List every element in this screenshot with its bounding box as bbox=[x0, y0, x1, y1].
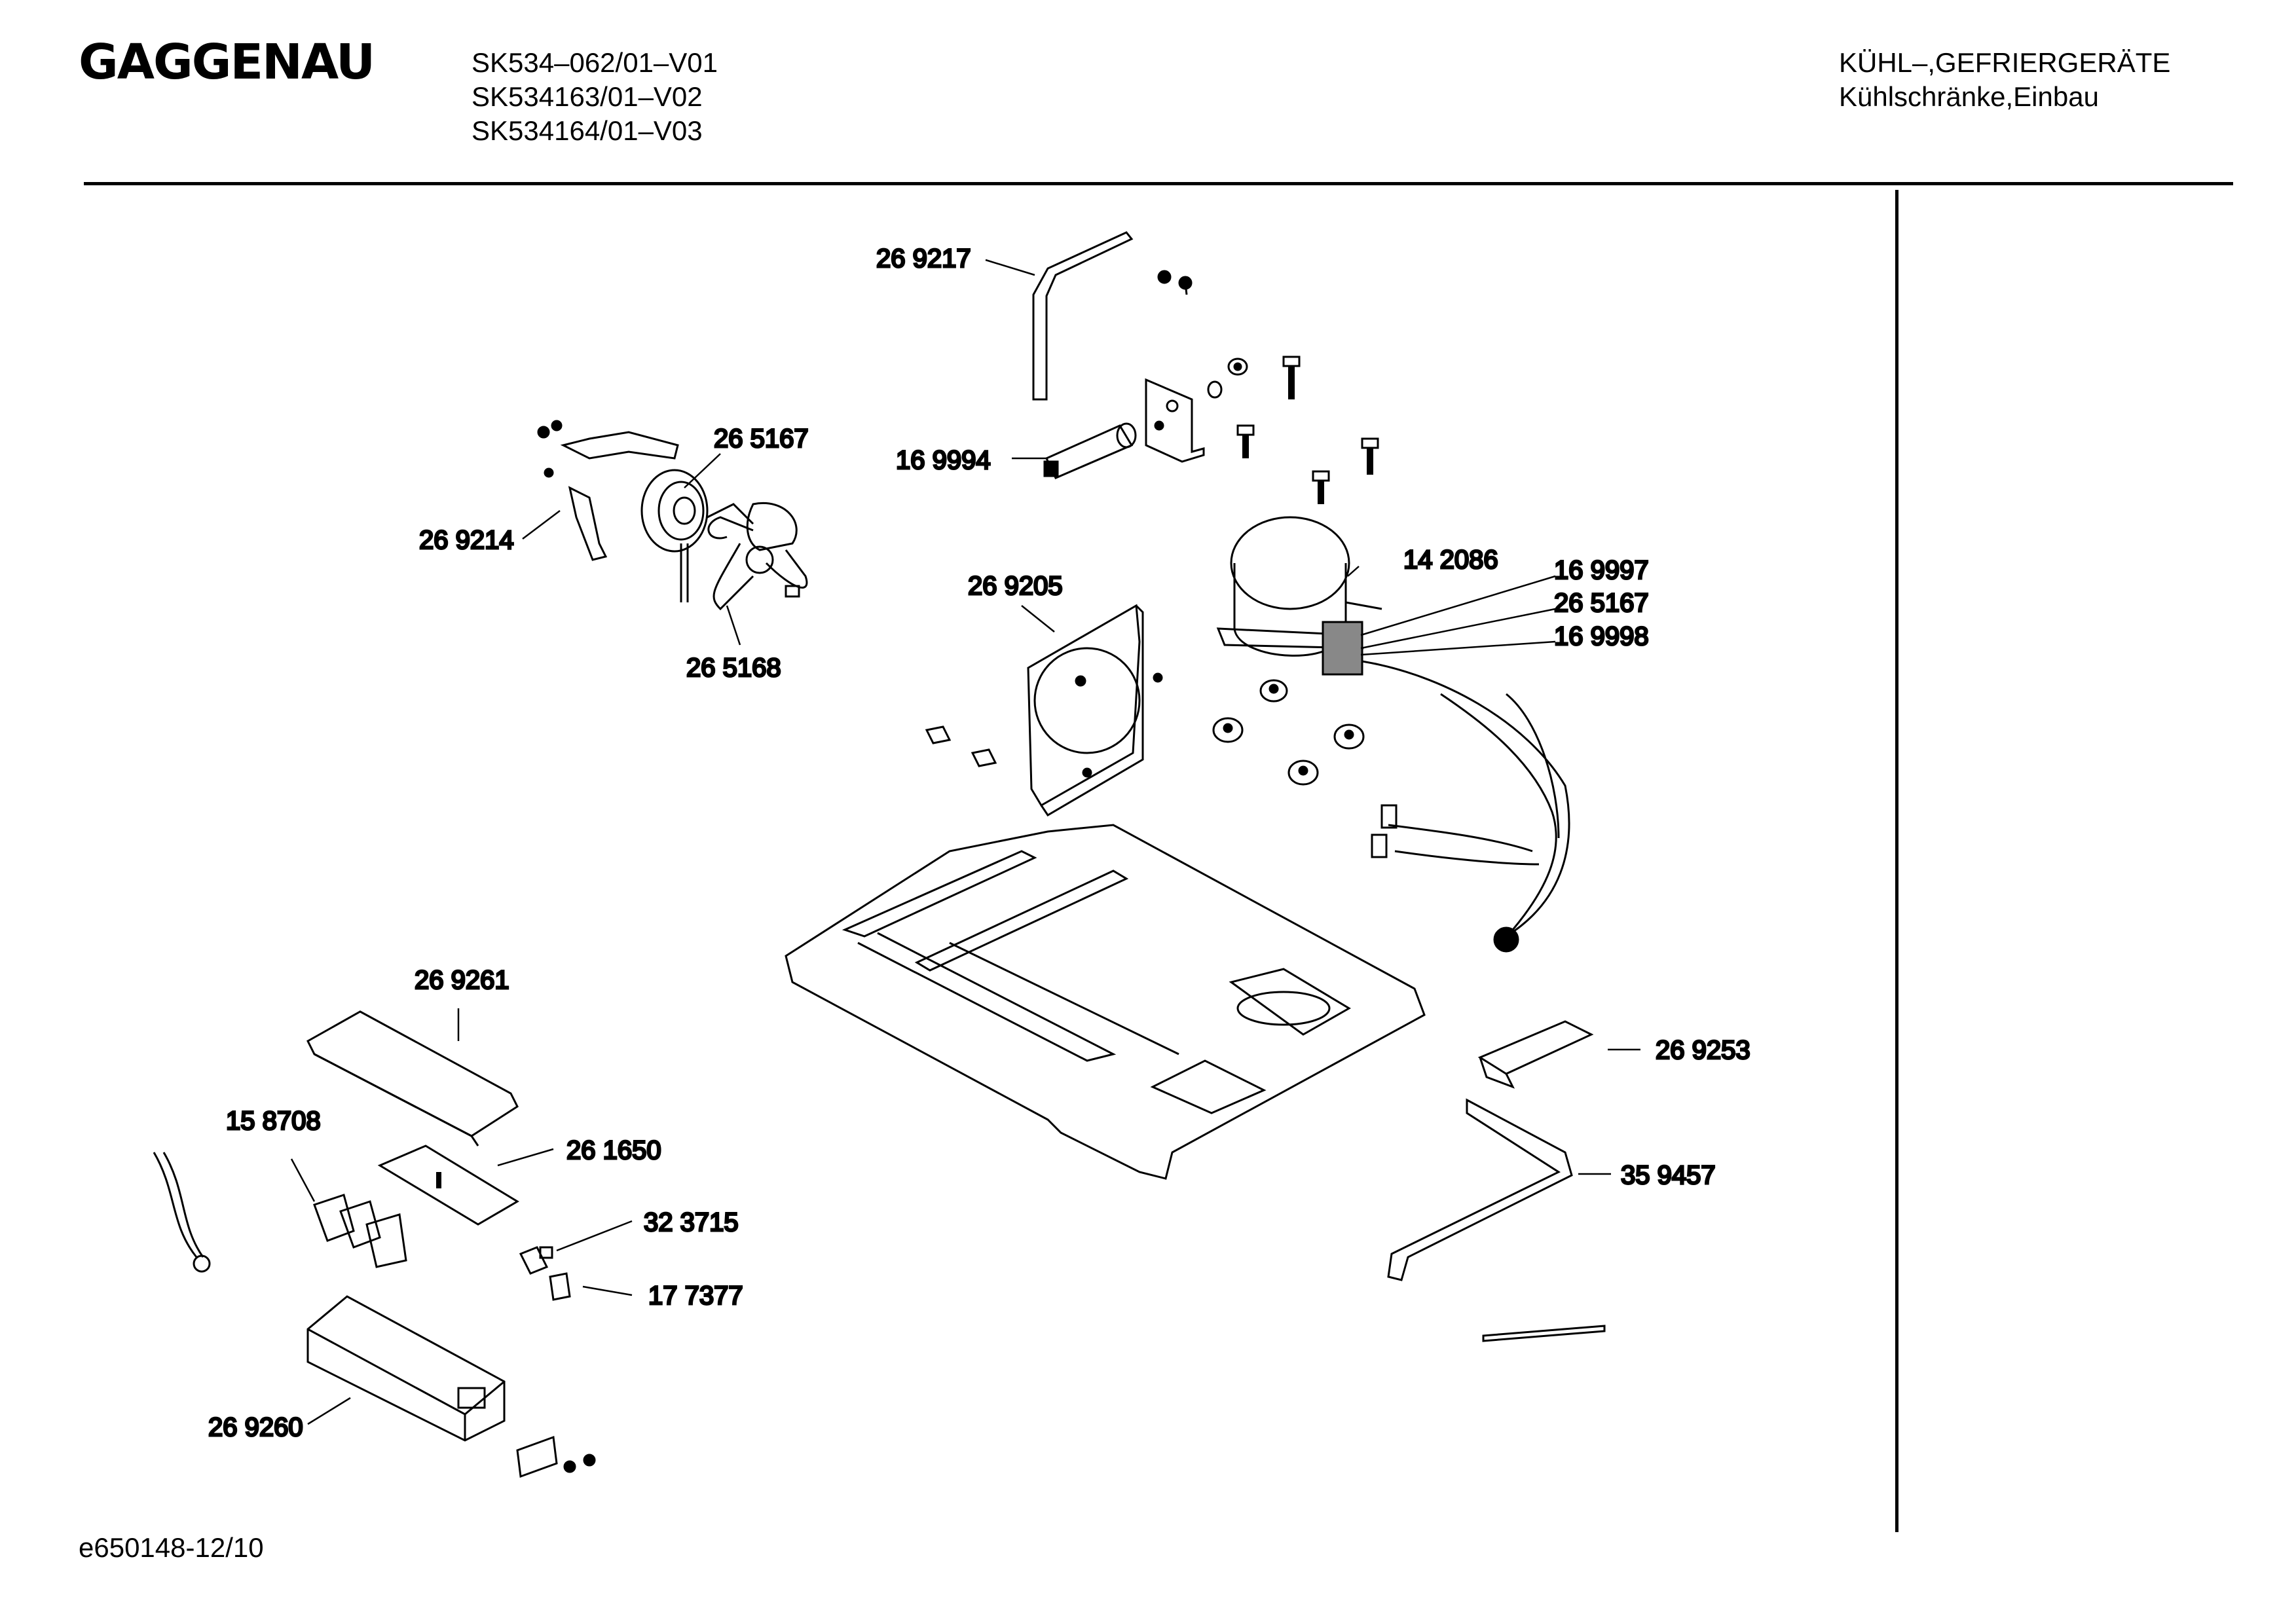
part-label: 26 5167 bbox=[714, 424, 809, 453]
part-label: 26 1650 bbox=[566, 1136, 661, 1165]
document-code: e650148-12/10 bbox=[79, 1532, 264, 1563]
header-divider bbox=[84, 182, 2233, 185]
electronics-box-part-drawing bbox=[306, 1295, 506, 1442]
part-label: 26 9214 bbox=[419, 526, 514, 555]
side-divider bbox=[1895, 190, 1898, 1532]
grommet-part-drawing bbox=[1212, 679, 1365, 786]
part-label: 16 9994 bbox=[896, 446, 991, 475]
model-list: SK534–062/01–V01 SK534163/01–V02 SK53416… bbox=[472, 46, 718, 148]
fan-blade-part-drawing bbox=[707, 502, 808, 611]
pipe-part-drawing bbox=[1032, 231, 1134, 401]
part-label: 35 9457 bbox=[1621, 1161, 1716, 1190]
leader-lines bbox=[290, 259, 1640, 1425]
part-label: 16 9997 bbox=[1554, 556, 1649, 585]
bracket-part-drawing bbox=[1145, 378, 1205, 463]
plate-part-drawing bbox=[549, 1272, 571, 1301]
part-label: 26 5167 bbox=[1554, 589, 1649, 617]
part-label: 26 9261 bbox=[415, 966, 509, 995]
brand-logo: GAGGENAU bbox=[79, 34, 375, 90]
category-title: KÜHL–,GEFRIERGERÄTE Kühlschränke,Einbau bbox=[1839, 46, 2170, 114]
part-label: 26 9205 bbox=[968, 572, 1063, 600]
model-line: SK534164/01–V03 bbox=[472, 115, 703, 146]
bracket-part-drawing bbox=[516, 1435, 596, 1478]
strip-part-drawing bbox=[1482, 1325, 1606, 1342]
part-label: 16 9998 bbox=[1554, 622, 1649, 651]
wiring-harness-part-drawing bbox=[1361, 660, 1570, 953]
part-label: 17 7377 bbox=[648, 1281, 743, 1310]
cover-part-drawing bbox=[306, 1010, 519, 1146]
switch-part-drawing bbox=[519, 1246, 553, 1275]
clip-part-drawing bbox=[925, 725, 997, 767]
base-tray-part-drawing bbox=[785, 824, 1426, 1180]
part-label: 14 2086 bbox=[1403, 545, 1498, 574]
drain-channel-part-drawing bbox=[1387, 1098, 1573, 1281]
part-label: 32 3715 bbox=[644, 1208, 739, 1237]
part-labels: 26 9217 16 9994 26 5167 26 9214 26 5168 … bbox=[208, 244, 1752, 1443]
cable-part-drawing bbox=[153, 1152, 211, 1273]
part-label: 26 5168 bbox=[686, 653, 781, 682]
part-label: 26 9260 bbox=[208, 1413, 303, 1442]
part-label: 15 8708 bbox=[226, 1107, 321, 1135]
part-label: 26 9217 bbox=[876, 244, 971, 273]
capacitor-part-drawing bbox=[1043, 422, 1137, 479]
category-line: Kühlschränke,Einbau bbox=[1839, 81, 2099, 112]
part-label: 26 9253 bbox=[1656, 1036, 1750, 1065]
circuit-board-part-drawing bbox=[377, 1145, 519, 1226]
fan-motor-part-drawing bbox=[537, 420, 754, 602]
fan-shroud-part-drawing bbox=[1027, 604, 1163, 817]
category-line: KÜHL–,GEFRIERGERÄTE bbox=[1839, 47, 2171, 78]
holder-part-drawing bbox=[1477, 1020, 1594, 1089]
model-line: SK534163/01–V02 bbox=[472, 81, 703, 112]
screw-part-drawing bbox=[1157, 270, 1193, 295]
bolt-part-drawing bbox=[1207, 356, 1379, 504]
relay-part-drawing bbox=[313, 1194, 407, 1268]
compressor-part-drawing bbox=[1216, 516, 1382, 676]
model-line: SK534–062/01–V01 bbox=[472, 47, 718, 78]
